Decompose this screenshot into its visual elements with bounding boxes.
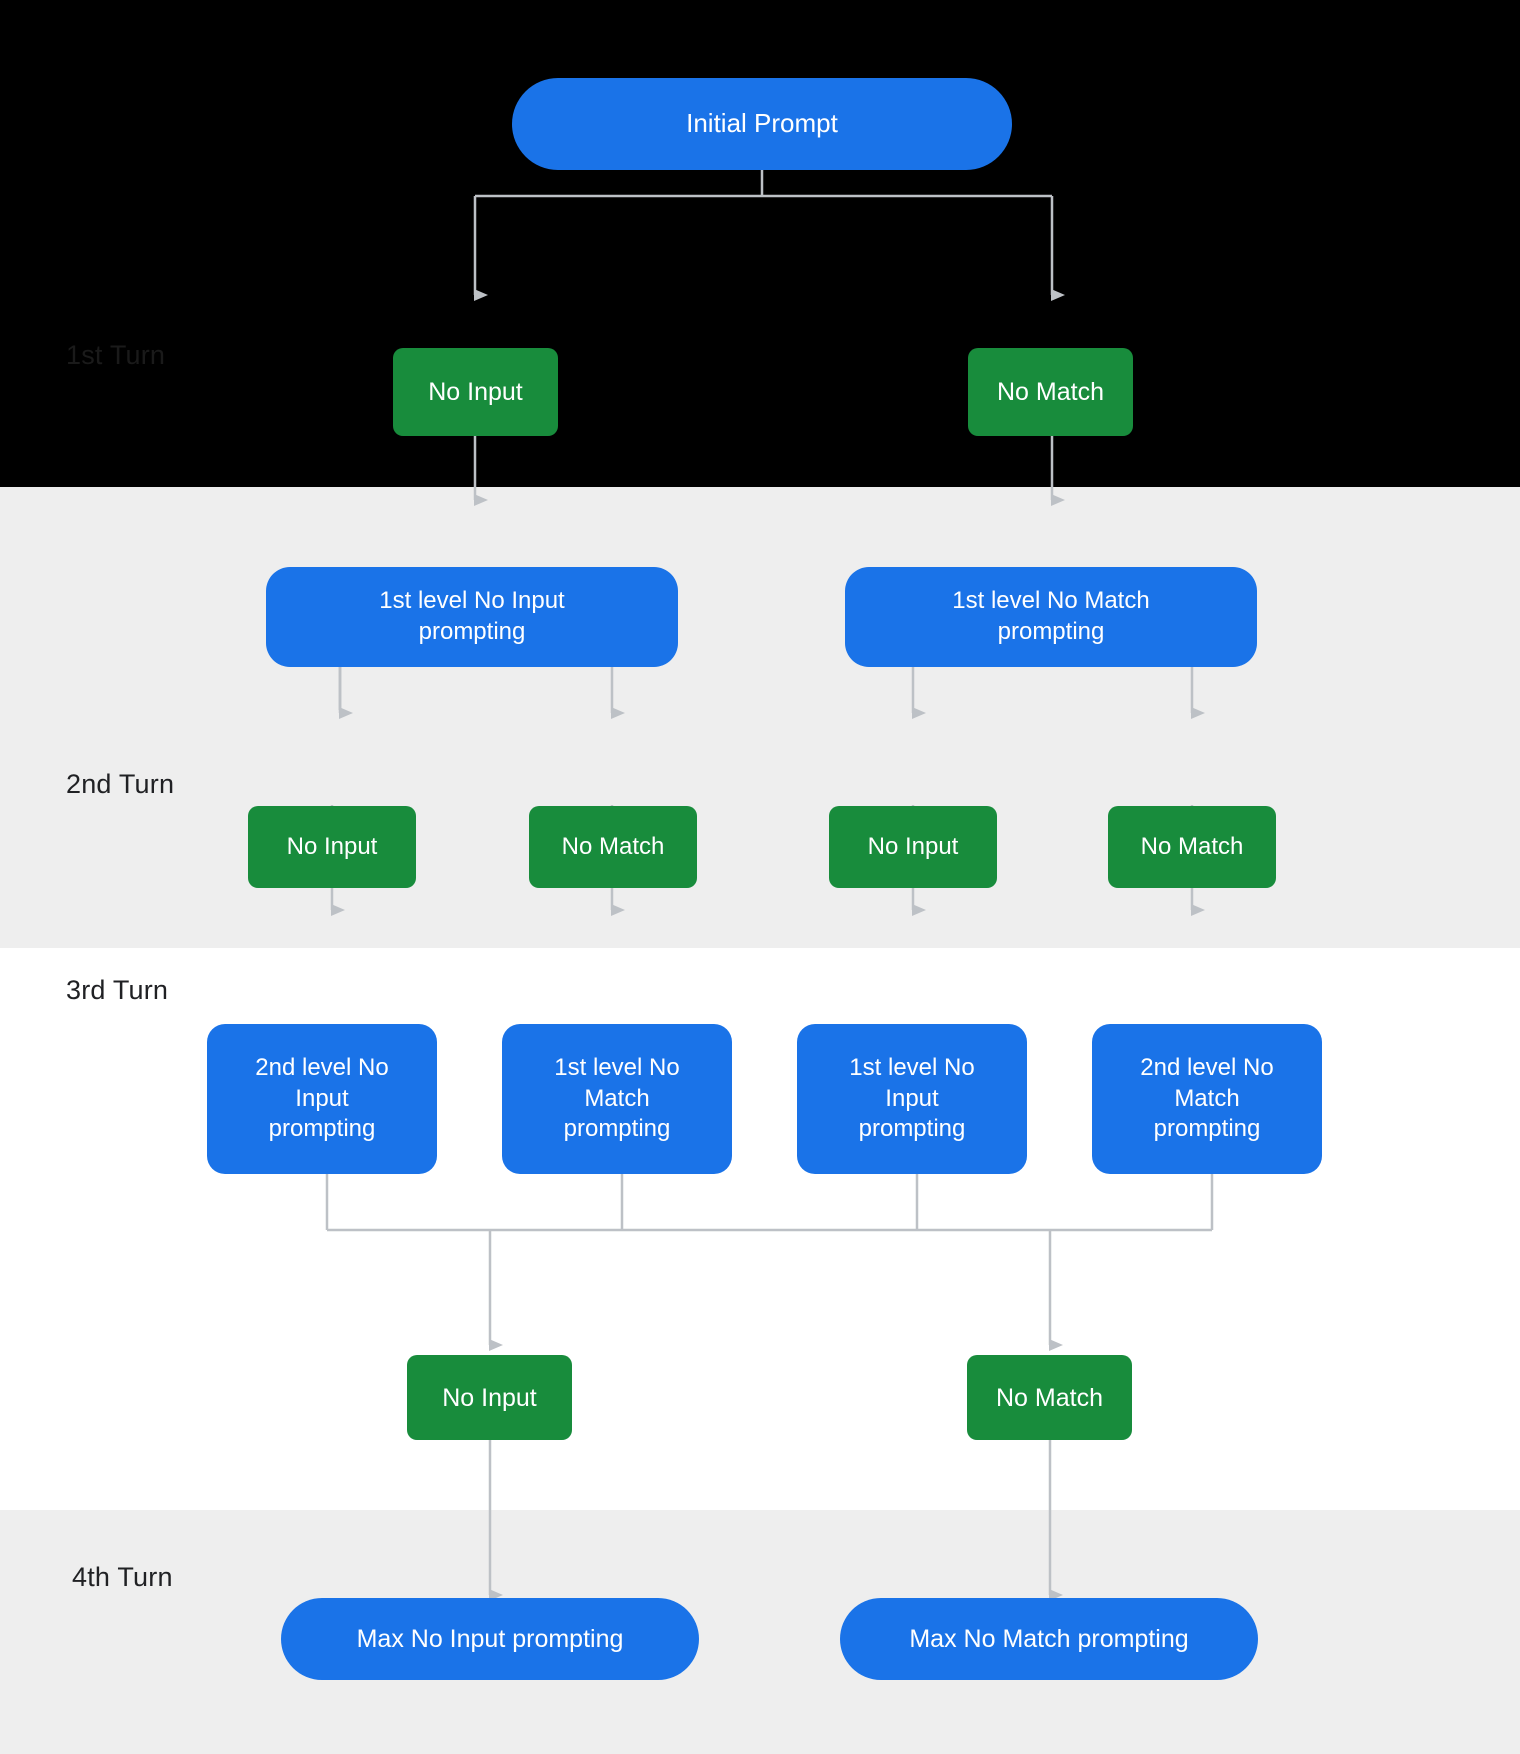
node-t2-no-match-b[interactable]: No Match [1108, 806, 1276, 888]
node-t3-prompt-2nd-no-input[interactable]: 2nd level No Input prompting [207, 1024, 437, 1174]
node-t3-no-match[interactable]: No Match [967, 1355, 1132, 1440]
node-t3-prompt-1st-no-input[interactable]: 1st level No Input prompting [797, 1024, 1027, 1174]
band-1st-turn [0, 0, 1520, 487]
node-t1-no-input[interactable]: No Input [393, 348, 558, 436]
turn-label-3rd: 3rd Turn [66, 975, 169, 1005]
node-t2-no-input-b[interactable]: No Input [829, 806, 997, 888]
node-t4-max-no-match[interactable]: Max No Match prompting [840, 1598, 1258, 1680]
node-t2-no-match-a[interactable]: No Match [529, 806, 697, 888]
band-2nd-turn [0, 487, 1520, 948]
turn-label-4th: 4th Turn [72, 1562, 173, 1592]
turn-label-2nd: 2nd Turn [66, 769, 175, 799]
node-t4-max-no-input[interactable]: Max No Input prompting [281, 1598, 699, 1680]
node-t2-no-input-a[interactable]: No Input [248, 806, 416, 888]
turn-label-1st: 1st Turn [66, 340, 166, 370]
node-t2-prompt-no-input[interactable]: 1st level No Input prompting [266, 567, 678, 667]
node-t1-no-match[interactable]: No Match [968, 348, 1133, 436]
node-t3-prompt-1st-no-match[interactable]: 1st level No Match prompting [502, 1024, 732, 1174]
node-initial-prompt[interactable]: Initial Prompt [512, 78, 1012, 170]
node-t2-prompt-no-match[interactable]: 1st level No Match prompting [845, 567, 1257, 667]
band-4th-turn [0, 1510, 1520, 1754]
node-t3-prompt-2nd-no-match[interactable]: 2nd level No Match prompting [1092, 1024, 1322, 1174]
node-t3-no-input[interactable]: No Input [407, 1355, 572, 1440]
